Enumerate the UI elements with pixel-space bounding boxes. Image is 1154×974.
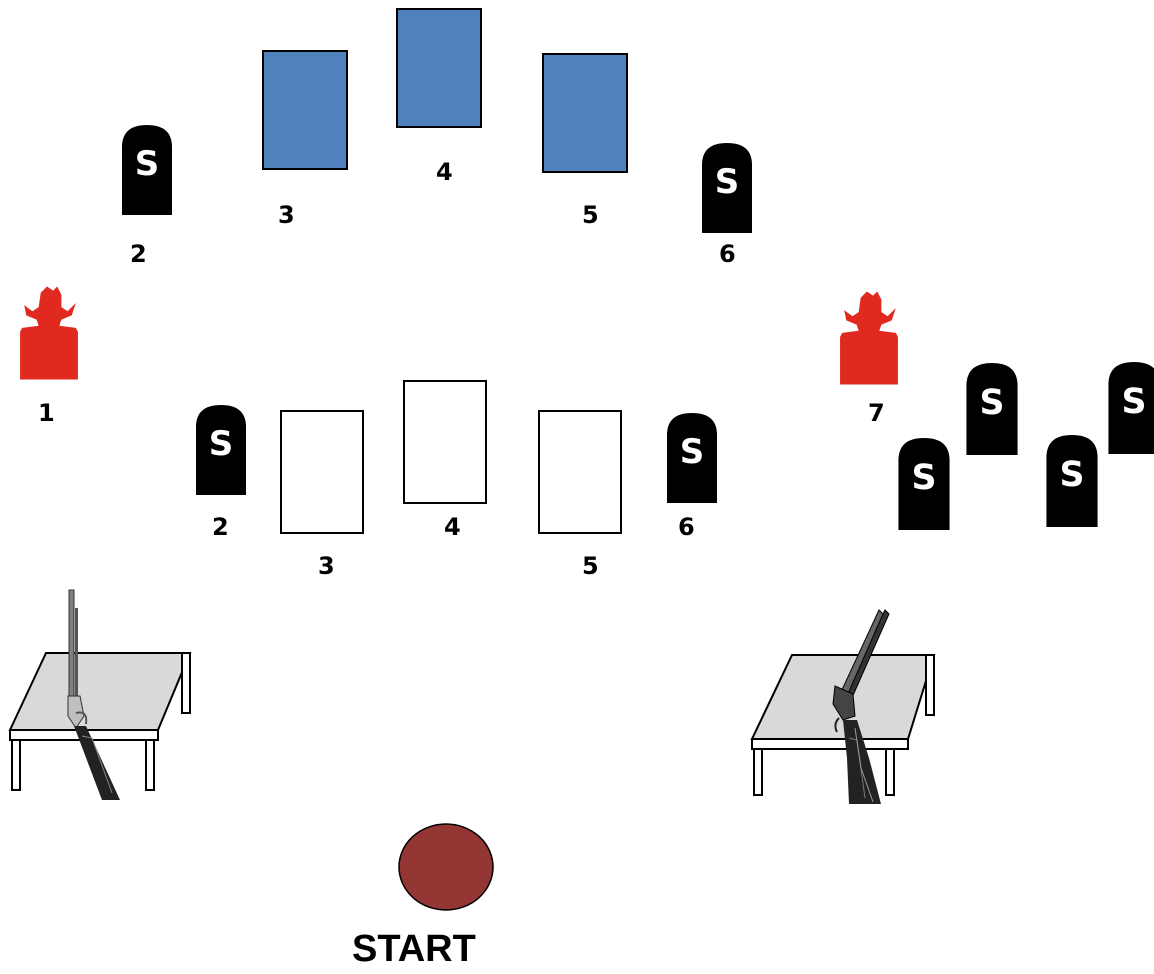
middle-label-5: 5	[582, 552, 599, 580]
middle-steel-plate-2	[196, 405, 246, 495]
shotgun-icon	[832, 609, 890, 804]
shotgun-steel-plate	[1046, 435, 1098, 527]
middle-target-3	[280, 410, 364, 534]
upper-steel-plate-2	[122, 125, 172, 215]
rifle-table	[0, 585, 200, 800]
bad-guy-target-1	[18, 282, 80, 384]
shotgun-steel-plate	[898, 438, 950, 530]
shotgun-steel-plate	[966, 363, 1018, 455]
tombstone-s-icon	[966, 363, 1018, 455]
tombstone-s-icon	[667, 413, 717, 503]
middle-target-4	[403, 380, 487, 504]
cowboy-silhouette-icon	[18, 282, 80, 384]
rifle-icon	[67, 589, 120, 800]
middle-label-4: 4	[444, 513, 461, 541]
bad-guy-target-7	[838, 287, 900, 389]
upper-target-4	[396, 8, 482, 128]
tombstone-s-icon	[898, 438, 950, 530]
tombstone-s-icon	[1108, 362, 1154, 454]
target-label-1: 1	[38, 399, 55, 427]
start-disc-icon	[398, 823, 494, 911]
tombstone-s-icon	[1046, 435, 1098, 527]
upper-steel-plate-6	[702, 143, 752, 233]
upper-label-6: 6	[719, 240, 736, 268]
start-position	[397, 823, 497, 913]
upper-label-2: 2	[130, 240, 147, 268]
middle-label-2: 2	[212, 513, 229, 541]
upper-label-5: 5	[582, 201, 599, 229]
upper-label-4: 4	[436, 158, 453, 186]
middle-label-3: 3	[318, 552, 335, 580]
tombstone-s-icon	[122, 125, 172, 215]
tombstone-s-icon	[702, 143, 752, 233]
middle-target-5	[538, 410, 622, 534]
cowboy-silhouette-icon	[838, 287, 900, 389]
shotgun	[825, 608, 895, 808]
upper-target-3	[262, 50, 348, 170]
target-label-7: 7	[868, 399, 885, 427]
tombstone-s-icon	[196, 405, 246, 495]
table-icon	[8, 652, 192, 791]
upper-label-3: 3	[278, 201, 295, 229]
shotgun-steel-plate	[1108, 362, 1154, 454]
middle-steel-plate-6	[667, 413, 717, 503]
rifle	[62, 588, 124, 803]
upper-target-5	[542, 53, 628, 173]
middle-label-6: 6	[678, 513, 695, 541]
start-label: START	[352, 928, 476, 970]
